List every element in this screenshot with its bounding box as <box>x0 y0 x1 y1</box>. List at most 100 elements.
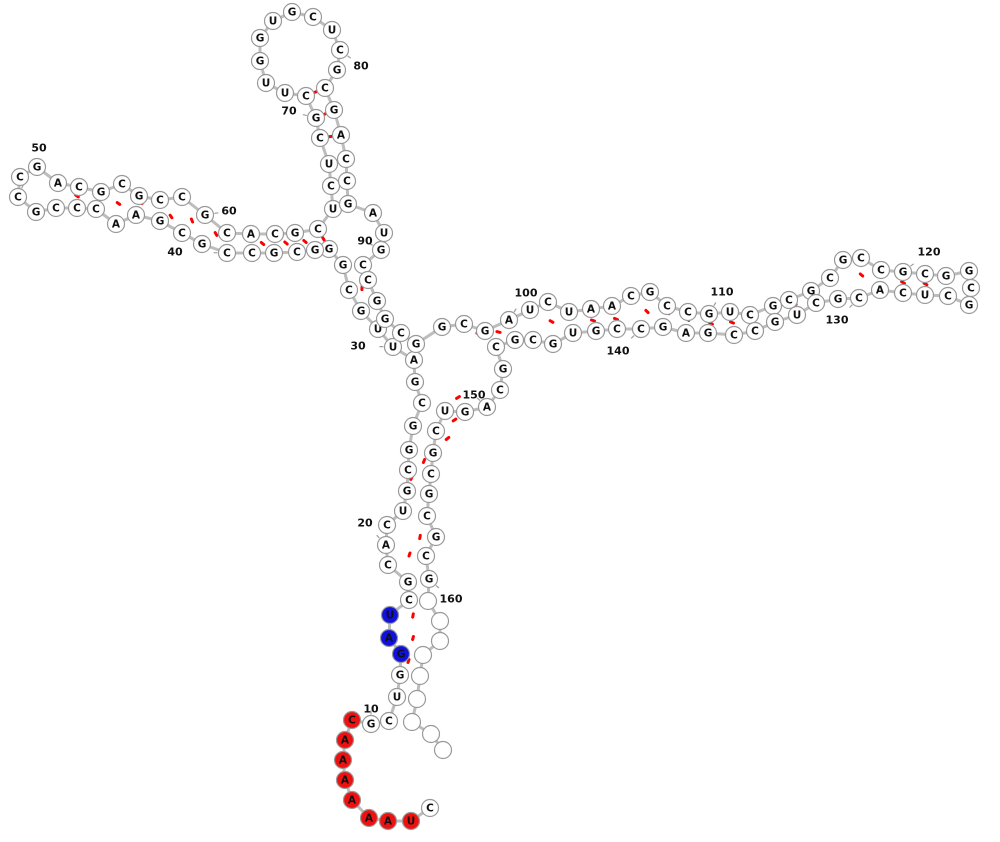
nucleotide-letter: C <box>364 275 372 287</box>
nucleotide-57: G <box>129 186 149 206</box>
nucleotide-128: C <box>893 283 913 303</box>
nucleotide-circle <box>86 199 106 219</box>
nucleotide-letter: G <box>288 7 297 19</box>
nucleotide-circle <box>621 286 641 306</box>
nucleotide-circle <box>322 20 342 40</box>
nucleotide-letter: C <box>345 285 353 297</box>
nucleotide-132: C <box>806 293 826 313</box>
nucleotide-circle <box>430 611 450 631</box>
nucleotide-letter: C <box>423 511 431 523</box>
nucleotide-letter: G <box>425 489 434 501</box>
nucleotide-letter: U <box>281 88 290 100</box>
nucleotide-circle <box>399 440 419 460</box>
nucleotide-circle <box>358 270 378 290</box>
nucleotide-83: G <box>324 100 344 120</box>
number-tick <box>513 308 517 313</box>
nucleotide-letter: G <box>357 306 366 318</box>
nucleotide-circle <box>285 223 305 243</box>
nucleotide-letter: C <box>944 291 952 303</box>
nucleotide-circle <box>402 712 422 732</box>
nucleotide-letter: A <box>608 301 617 313</box>
nucleotide-letter: G <box>807 286 816 298</box>
nucleotide-circle <box>242 243 262 263</box>
nucleotide-13: G <box>390 665 410 685</box>
nucleotide-circle <box>787 305 807 325</box>
nucleotide-letter: G <box>403 486 412 498</box>
nucleotide-circle <box>640 282 660 302</box>
nucleotide-letter: A <box>682 328 691 340</box>
nucleotide-120: G <box>893 262 913 282</box>
nucleotide-143: U <box>563 323 583 343</box>
nucleotide-circle <box>581 299 601 319</box>
number-tick <box>910 263 915 267</box>
base-pair-marker <box>729 320 735 325</box>
nucleotide-letter: C <box>746 310 754 322</box>
nucleotide-circle <box>363 203 383 223</box>
nucleotide-49: G <box>26 202 46 222</box>
nucleotide-110: G <box>699 304 719 324</box>
nucleotide-82: C <box>315 78 335 98</box>
nucleotide-letter: A <box>339 755 348 767</box>
nucleotide-circle <box>523 330 543 350</box>
nucleotide-15: A <box>379 628 399 648</box>
nucleotide-circle <box>310 128 330 148</box>
nucleotide-53: A <box>48 173 68 193</box>
nucleotide-circle <box>432 317 452 337</box>
nucleotide-circle <box>499 310 519 330</box>
nucleotide-111: U <box>720 302 740 322</box>
nucleotide-circle <box>475 321 495 341</box>
nucleotide-circle <box>959 295 979 315</box>
nucleotide-circle <box>698 323 718 343</box>
nucleotide-circle <box>401 811 421 831</box>
nucleotide-60: G <box>195 205 215 225</box>
position-label-60: 60 <box>221 205 237 218</box>
position-label-150: 150 <box>463 389 486 402</box>
nucleotide-62: A <box>241 224 261 244</box>
nucleotide-28: G <box>405 372 425 392</box>
nucleotide-circle <box>426 421 446 441</box>
nucleotide-circle <box>607 319 627 339</box>
nucleotide-19: C <box>378 555 398 575</box>
nucleotide-circle <box>399 590 419 610</box>
base-pair-marker <box>590 318 596 323</box>
nucleotide-2: U <box>401 811 421 831</box>
nucleotide-circle <box>871 260 891 280</box>
nucleotide-circle <box>351 301 371 321</box>
nucleotide-4: A <box>359 808 379 828</box>
nucleotide-letter: G <box>659 322 668 334</box>
nucleotide-circle <box>192 234 212 254</box>
nucleotide-letter: A <box>505 315 514 327</box>
nucleotide-letter: C <box>384 560 392 572</box>
nucleotide-circle <box>390 665 410 685</box>
nucleotide-30: U <box>383 337 403 357</box>
nucleotide-circle <box>296 86 316 106</box>
nucleotide-letter: C <box>921 269 929 281</box>
nucleotide-circle <box>315 78 335 98</box>
nucleotide-circle <box>263 11 283 31</box>
nucleotide-letter: C <box>156 195 164 207</box>
nucleotide-17: C <box>399 590 419 610</box>
nucleotide-circle <box>413 645 433 665</box>
nucleotide-letter: C <box>342 154 350 166</box>
nucleotide-letter: U <box>386 610 395 622</box>
nucleotide-161 <box>418 591 438 611</box>
nucleotide-circle <box>48 173 68 193</box>
nucleotide-circle <box>893 283 913 303</box>
nucleotide-8: A <box>335 730 355 750</box>
nucleotide-84: A <box>331 125 351 145</box>
nucleotide-circle <box>416 546 436 566</box>
base-pair-marker <box>495 330 502 334</box>
nucleotide-circle <box>359 808 379 828</box>
nucleotide-47: C <box>67 198 87 218</box>
nucleotide-letter: G <box>373 296 382 308</box>
nucleotide-127: U <box>915 285 935 305</box>
nucleotide-36: G <box>305 240 325 260</box>
nucleotide-14: G <box>391 644 411 664</box>
position-label-100: 100 <box>515 287 538 300</box>
nucleotide-56: C <box>112 174 132 194</box>
nucleotide-circle <box>333 255 353 275</box>
nucleotide-letter: G <box>256 33 265 45</box>
nucleotide-letter: C <box>302 91 310 103</box>
base-pair-marker <box>922 281 929 287</box>
nucleotide-24: C <box>398 460 418 480</box>
